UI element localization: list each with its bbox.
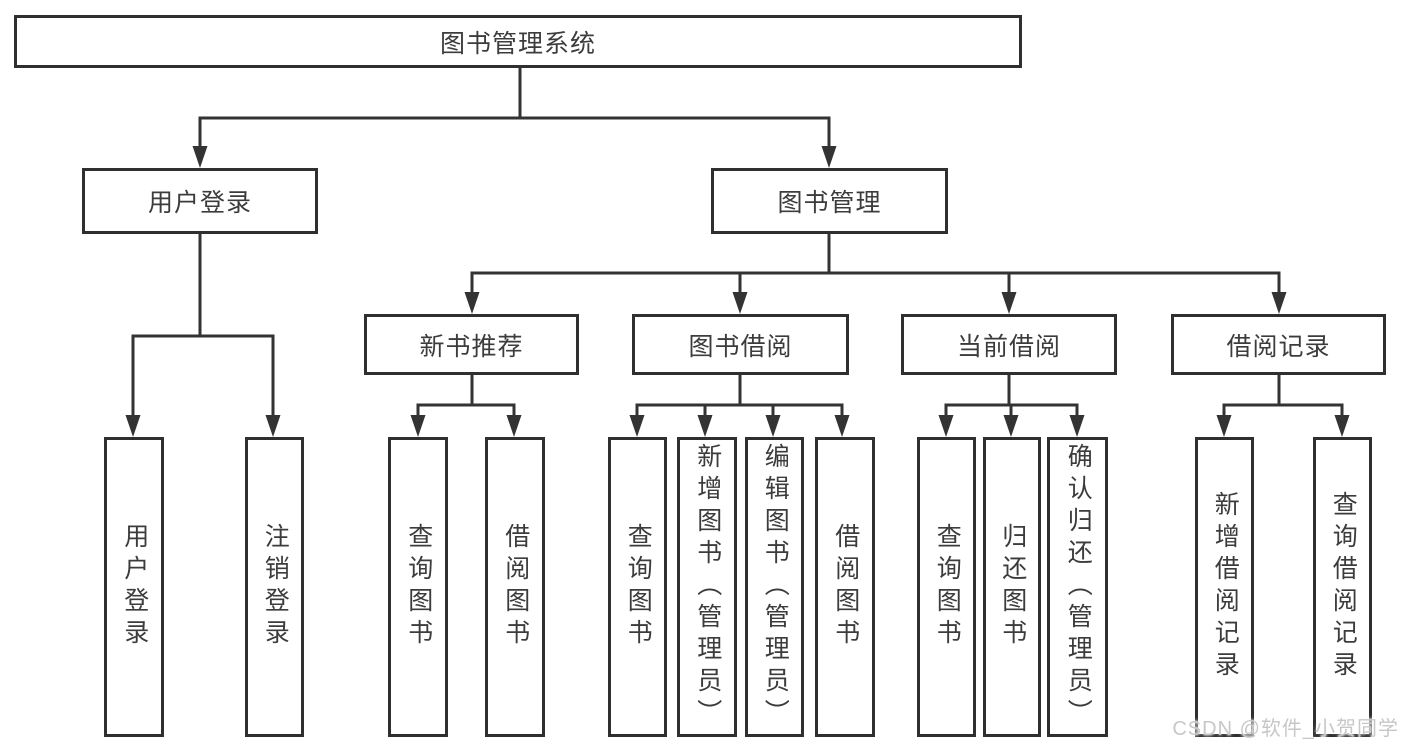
leaf-label: 借阅图书 [501,523,530,651]
leaf-records-query-borrow-record: 查询借阅记录 [1313,437,1372,737]
leaf-label: 查询图书 [404,523,433,651]
node-label: 图书借阅 [688,332,793,361]
node-root-system: 图书管理系统 [14,15,1022,68]
leaf-label: 用户登录 [120,523,149,651]
leaf-label: 编辑图书（管理员） [761,443,790,731]
node-book-borrowing: 图书借阅 [632,314,849,375]
csdn-watermark: CSDN @软件_小贺同学 [1172,718,1399,740]
node-label: 当前借阅 [956,332,1061,361]
leaf-label: 注销登录 [261,523,290,651]
leaf-records-add-borrow-record: 新增借阅记录 [1195,437,1254,737]
leaf-logout: 注销登录 [245,437,304,737]
connector-borrow-records-children [1216,375,1350,437]
leaf-label: 查询图书 [933,523,962,651]
leaf-label: 确认归还（管理员） [1064,443,1093,731]
node-user-login: 用户登录 [82,168,318,234]
node-label: 新书推荐 [419,332,524,361]
leaf-borrow-query-book: 查询图书 [608,437,667,737]
leaf-current-query-book: 查询图书 [917,437,976,737]
node-book-management: 图书管理 [711,168,948,234]
connector-root-to-level2 [192,66,837,168]
leaf-label: 查询图书 [624,523,653,651]
leaf-current-return-book: 归还图书 [983,437,1041,737]
node-borrowing-records: 借阅记录 [1171,314,1386,375]
leaf-user-login: 用户登录 [104,437,164,737]
connector-user-login-children [125,234,281,437]
leaf-recommend-query-book: 查询图书 [388,437,448,737]
leaf-label: 查询借阅记录 [1329,491,1358,683]
connector-book-borrow-children [629,375,850,437]
connector-new-book-rec-children [410,375,522,437]
leaf-current-confirm-return-admin: 确认归还（管理员） [1047,437,1108,737]
leaf-label: 新增图书（管理员） [693,443,722,731]
leaf-borrow-add-book-admin: 新增图书（管理员） [677,437,737,737]
leaf-label: 借阅图书 [831,523,860,651]
leaf-borrow-borrow-book: 借阅图书 [815,437,875,737]
connector-book-mgmt-to-level3 [464,234,1287,314]
node-label: 图书管理系统 [439,29,596,58]
connector-current-borrow-children [938,375,1085,437]
node-current-borrowing: 当前借阅 [901,314,1117,375]
leaf-label: 归还图书 [998,523,1027,651]
leaf-borrow-edit-book-admin: 编辑图书（管理员） [745,437,804,737]
leaf-label: 新增借阅记录 [1211,491,1240,683]
node-new-book-recommendation: 新书推荐 [364,314,579,375]
node-label: 用户登录 [147,189,252,217]
leaf-recommend-borrow-book: 借阅图书 [485,437,545,737]
node-label: 借阅记录 [1226,332,1331,361]
node-label: 图书管理 [777,189,882,217]
